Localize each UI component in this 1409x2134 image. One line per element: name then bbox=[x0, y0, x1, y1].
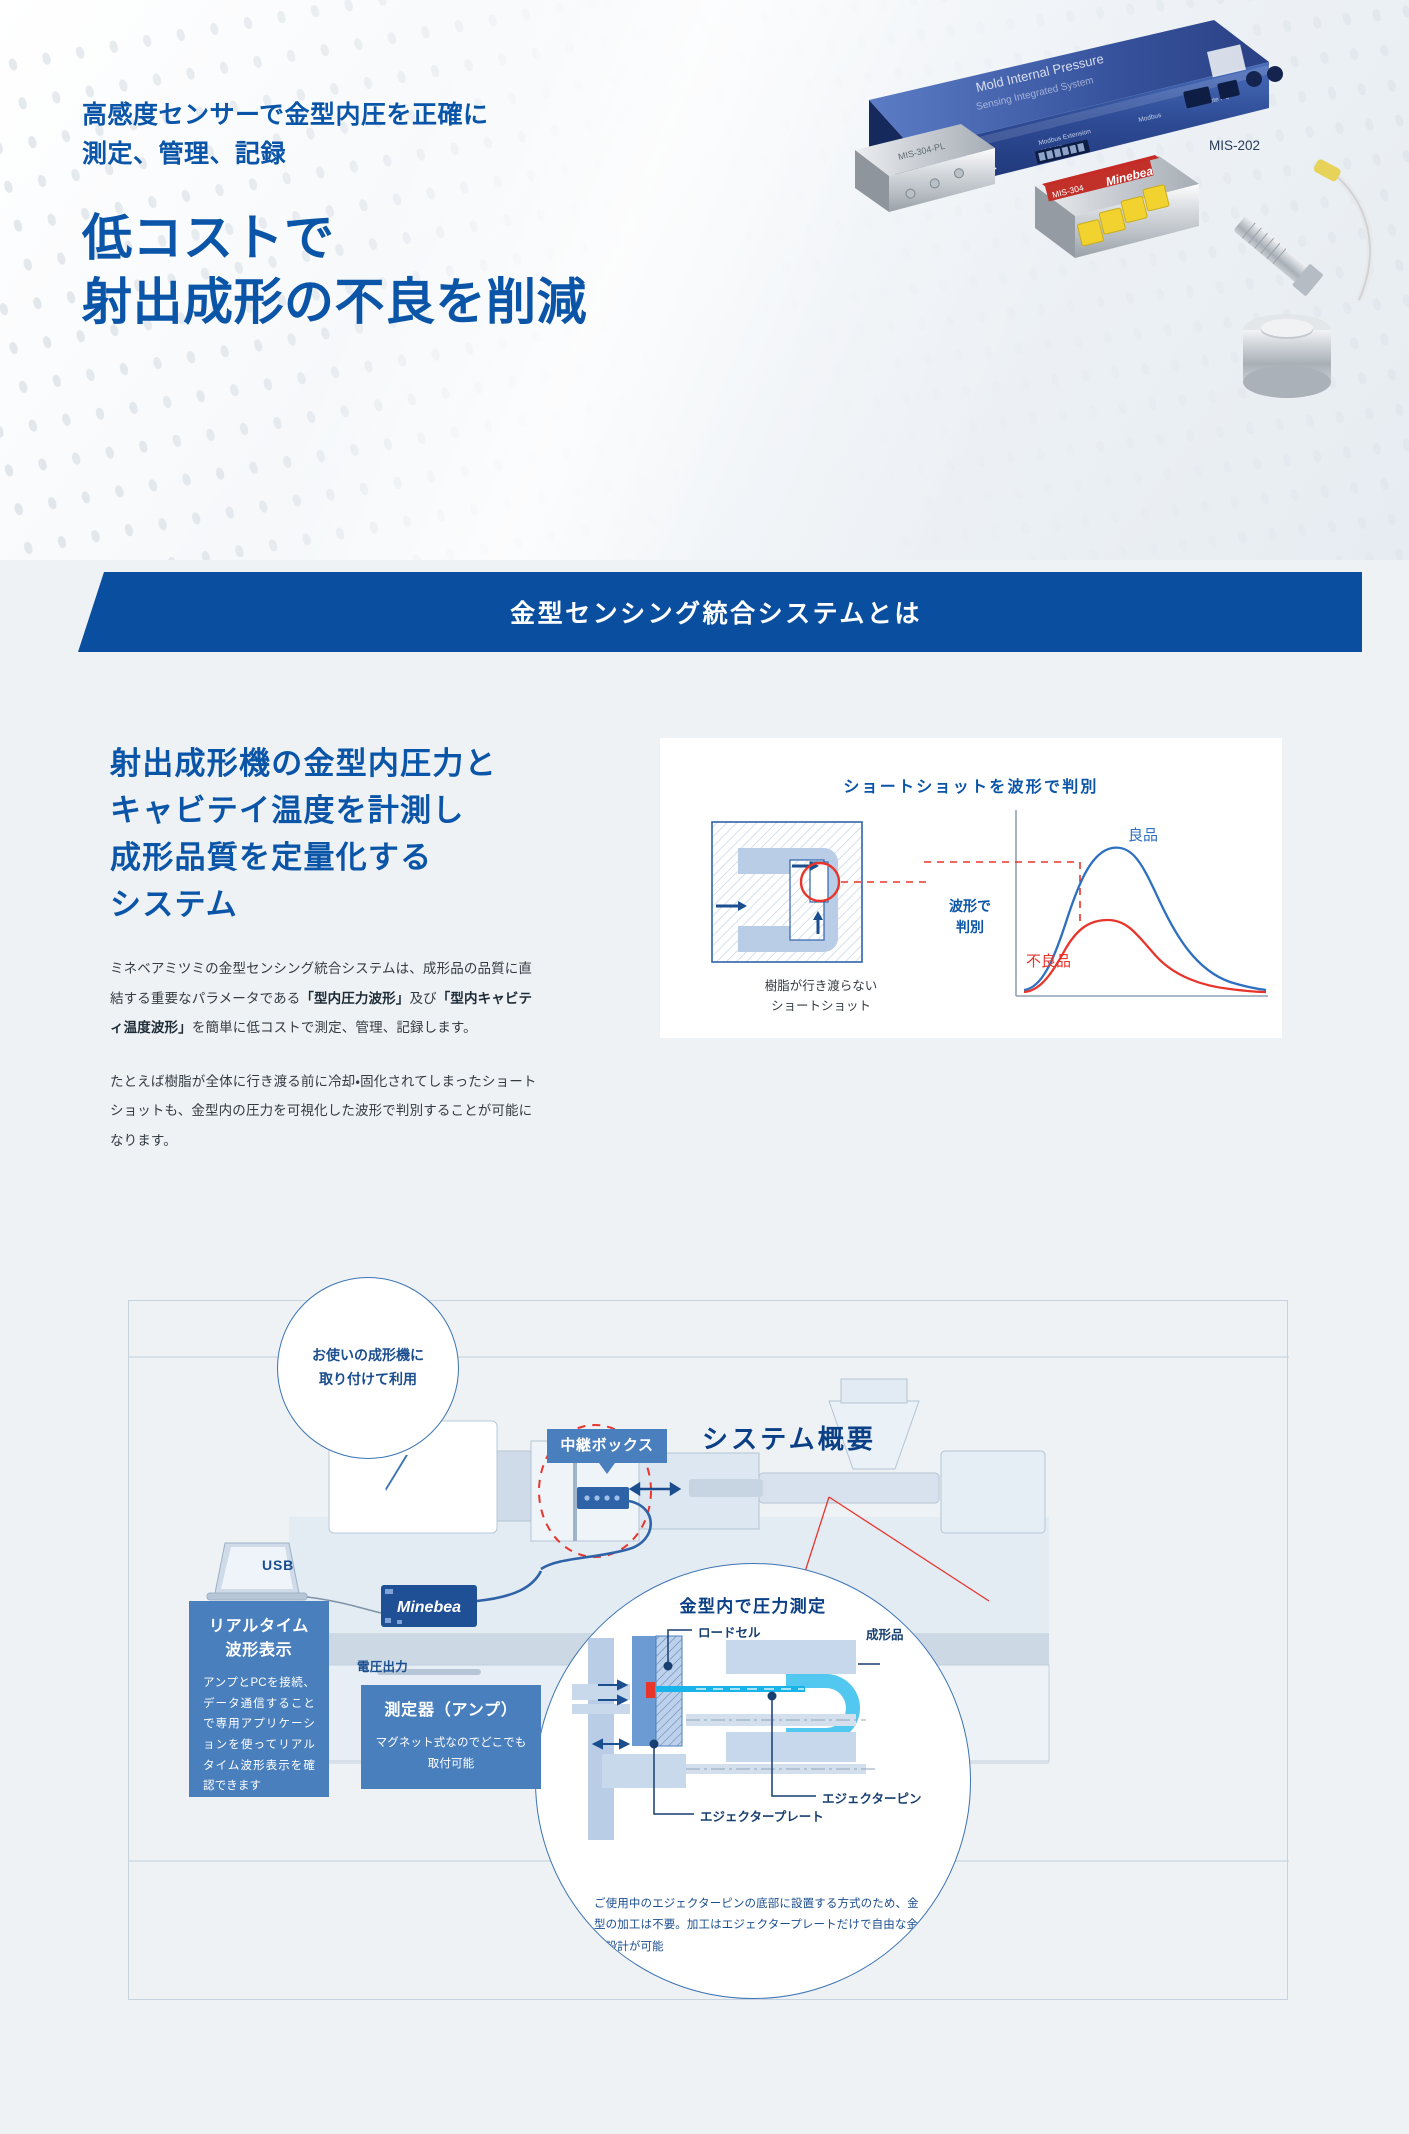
detail-title: 金型内で圧力測定 bbox=[679, 1597, 827, 1616]
intro-heading: 射出成形機の金型内圧力と キャビテイ温度を計測し 成形品質を定量化する システム bbox=[110, 746, 497, 923]
relay-box-label: 中継ボックス bbox=[547, 1429, 667, 1474]
detail-label-loadcell: ロードセル bbox=[698, 1626, 761, 1640]
laptop-device bbox=[206, 1542, 308, 1601]
legend-bad: 不良品 bbox=[1026, 953, 1072, 970]
intro-paragraph-1: ミネベアミツミの金型センシング統合システムは、成形品の品質に直結する重要なパラメ… bbox=[110, 954, 540, 1042]
short-shot-figure-card: ショートショットを波形で判別 bbox=[660, 738, 1282, 1038]
mold-pressure-detail-circle: 金型内で圧力測定 bbox=[535, 1563, 971, 1999]
waveform-chart bbox=[924, 810, 1268, 997]
hero-copy: 高感度センサーで金型内圧を正確に 測定、管理、記録 低コストで 射出成形の不良を… bbox=[82, 96, 587, 334]
callout-bubble: お使いの成形機に 取り付けて利用 bbox=[277, 1277, 459, 1459]
voltage-output-label: 電圧出力 bbox=[357, 1660, 409, 1674]
product-photo-group: Mold Internal Pressure Sensing Integrate… bbox=[709, 0, 1409, 470]
detail-note: ご使用中のエジェクターピンの底部に設置する方式のため、金型の加工は不要。加工はエ… bbox=[594, 1898, 919, 1953]
detail-label-ejector-plate: エジェクタープレート bbox=[700, 1810, 824, 1824]
amplifier-device: Minebea bbox=[381, 1585, 477, 1627]
zoom-pointer-2 bbox=[828, 1496, 990, 1602]
figure-middle-label: 波形で 判別 bbox=[949, 898, 991, 935]
amp-unit-mis304: MIS-304 Minebea bbox=[1035, 155, 1199, 258]
panel-meter-heading: 測定器（アンプ） bbox=[384, 1702, 518, 1719]
figure-body: 樹脂が行き渡らない ショートショット 波形で 判別 良品 不良品 bbox=[660, 800, 1282, 1038]
amplifier-brand-text: Minebea bbox=[397, 1599, 461, 1616]
figure-svg bbox=[711, 810, 1268, 997]
intro-p1-term-temp: 「型内キャビティ温度波形」 bbox=[110, 990, 533, 1036]
bubble-tail bbox=[375, 1453, 407, 1489]
hero-title: 低コストで 射出成形の不良を削減 bbox=[82, 209, 587, 330]
intro-p1-a: ミネベアミツミの金型センシング統合システムは、成形品の品質に直結する重要なパラメ… bbox=[110, 961, 533, 1006]
intro-p1-term-pressure: 「型内圧力波形」 bbox=[300, 990, 410, 1006]
panel-meter-body: マグネット式なのでどこでも取付可能 bbox=[375, 1737, 527, 1770]
system-overview-section: Minebea お使いの成形機に 取り付けて利用 システム概要 中継ボックス U… bbox=[128, 1277, 1289, 2000]
threshold-line bbox=[924, 861, 1081, 922]
panel-realtime-heading: リアルタイム 波形表示 bbox=[208, 1618, 310, 1659]
figure-caption: 樹脂が行き渡らない ショートショット bbox=[764, 979, 878, 1014]
main-unit-caption: MIS-202 bbox=[1209, 138, 1260, 153]
relay-box-device bbox=[577, 1487, 629, 1509]
section-banner-title: 金型センシング統合システムとは bbox=[510, 600, 922, 628]
detail-label-ejector-pin: エジェクターピン bbox=[822, 1792, 922, 1806]
legend-good: 良品 bbox=[1128, 827, 1159, 844]
panel-realtime-waveform: リアルタイム 波形表示 アンプとPCを接続、データ通信することで専用アプリケーシ… bbox=[189, 1601, 329, 1797]
detail-illustration bbox=[572, 1629, 880, 1840]
load-cell-part bbox=[646, 1682, 655, 1698]
panel-measuring-amp: 測定器（アンプ） マグネット式なのでどこでも取付可能 bbox=[361, 1685, 541, 1789]
hero-section: Mold Internal Pressure Sensing Integrate… bbox=[0, 0, 1409, 560]
section-banner-wrap: 金型センシング統合システムとは bbox=[0, 572, 1409, 652]
relay-cable bbox=[540, 1499, 653, 1571]
series-good bbox=[1023, 846, 1267, 992]
hero-kicker: 高感度センサーで金型内圧を正確に 測定、管理、記録 bbox=[82, 101, 489, 168]
figure-title: ショートショットを波形で判別 bbox=[843, 779, 1099, 796]
amp-unit-left: MIS-304-PL bbox=[855, 124, 995, 212]
highlight-circle bbox=[799, 861, 841, 903]
mold-cross-section bbox=[711, 821, 863, 963]
detail-label-product: 成形品 bbox=[866, 1628, 904, 1642]
intro-paragraph-2: たとえば樹脂が全体に行き渡る前に冷却・固化されてしまったショートショットも、金型… bbox=[110, 1073, 537, 1148]
intro-text-column: 射出成形機の金型内圧力と キャビテイ温度を計測し 成形品質を定量化する システム… bbox=[110, 740, 540, 1155]
section-banner: 金型センシング統合システムとは bbox=[78, 572, 1362, 652]
intro-section: 射出成形機の金型内圧力と キャビテイ温度を計測し 成形品質を定量化する システム… bbox=[0, 700, 1409, 1260]
intro-p1-c: 及び bbox=[409, 990, 437, 1006]
usb-label: USB bbox=[262, 1557, 295, 1573]
system-overview-title: システム概要 bbox=[702, 1424, 876, 1454]
load-cell-sensor bbox=[1234, 159, 1374, 398]
panel-realtime-body: アンプとPCを接続、データ通信することで専用アプリケーションを使ってリアルタイム… bbox=[203, 1677, 315, 1793]
series-bad bbox=[1023, 918, 1267, 994]
intro-p1-e: を簡単に低コストで測定、管理、記録します。 bbox=[191, 1020, 477, 1036]
